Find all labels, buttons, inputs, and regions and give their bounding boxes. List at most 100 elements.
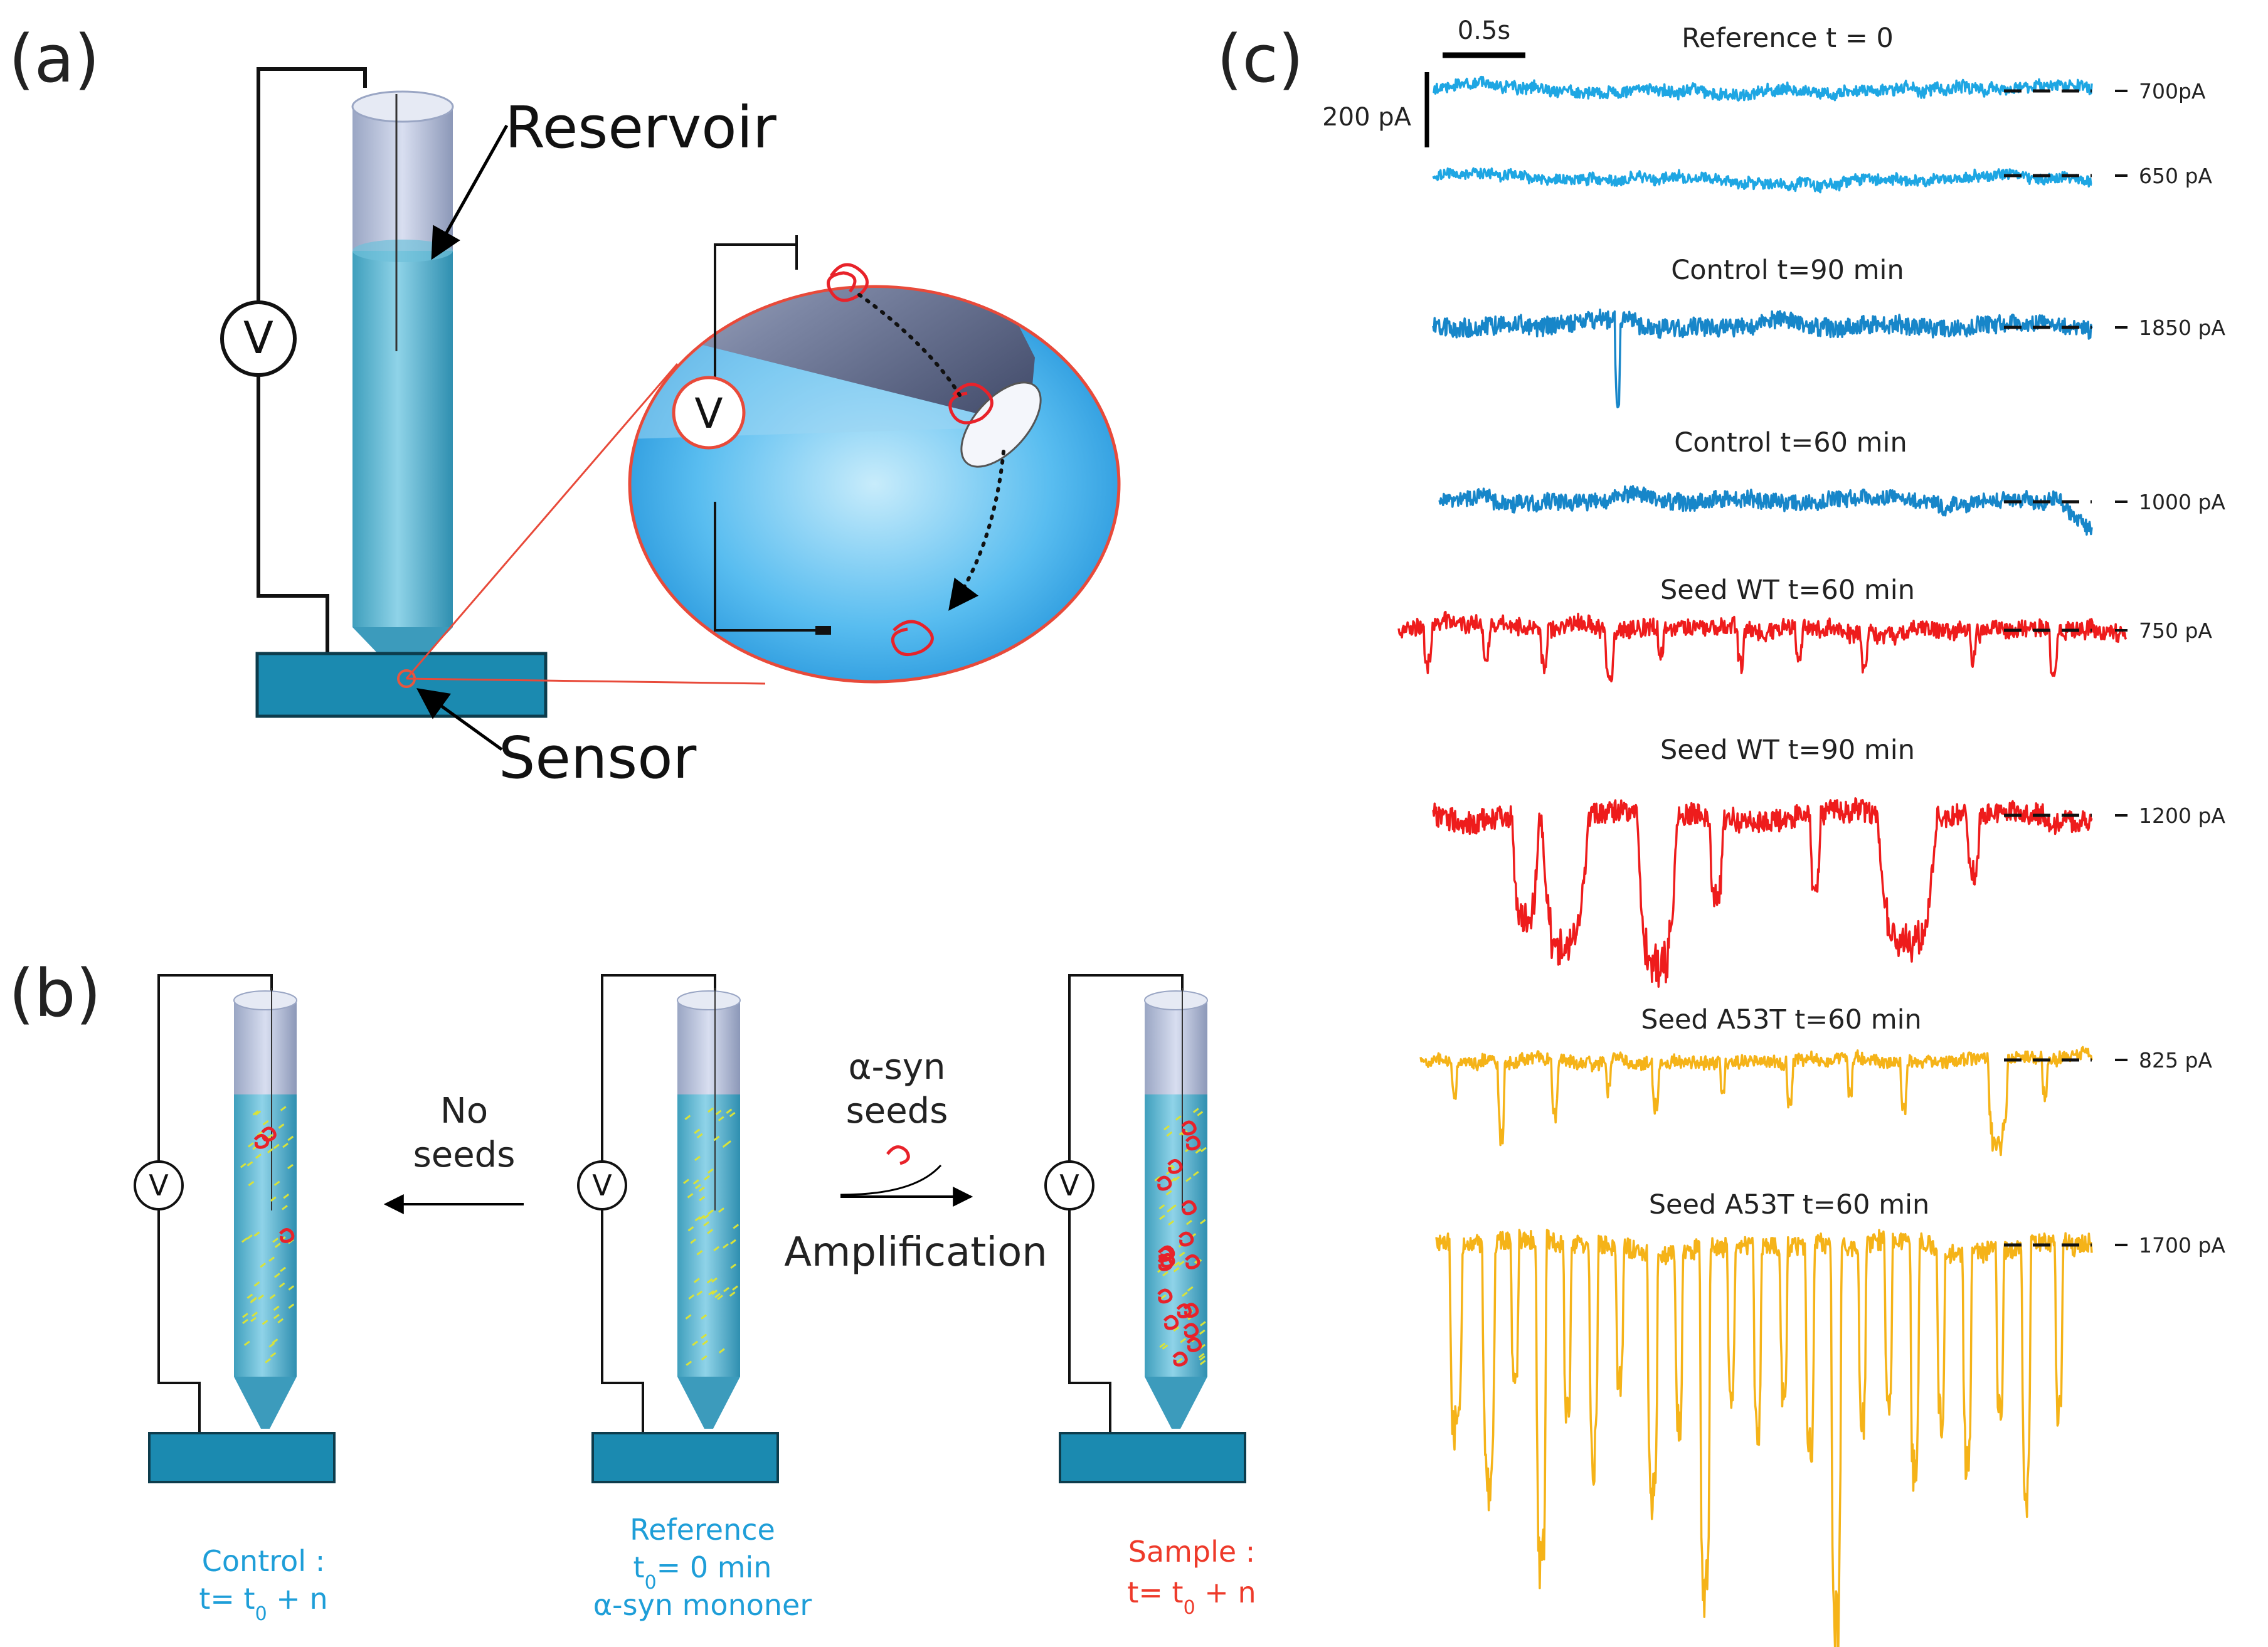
monomer-mark bbox=[715, 1109, 722, 1116]
monomer-mark bbox=[287, 1163, 294, 1170]
monomer-mark bbox=[694, 1215, 701, 1222]
aggregate-icon bbox=[1157, 1288, 1173, 1304]
panel-a-tube bbox=[351, 90, 454, 674]
aggregate-icon bbox=[1156, 1175, 1172, 1191]
panel-c-letter: (c) bbox=[1217, 21, 1303, 97]
svg-text:Control :: Control : bbox=[202, 1544, 325, 1578]
monomer-mark bbox=[707, 1168, 714, 1174]
voltmeter-symbol: V bbox=[149, 1168, 169, 1202]
aggregate-icon bbox=[1185, 1254, 1200, 1269]
current-trace bbox=[1438, 485, 2093, 536]
monomer-mark bbox=[685, 1314, 692, 1320]
monomer-mark bbox=[253, 1231, 260, 1237]
monomer-mark bbox=[733, 1224, 739, 1229]
panel-a-voltmeter: V bbox=[220, 300, 297, 377]
monomer-mark bbox=[732, 1285, 738, 1291]
setup-control: V bbox=[134, 974, 336, 1483]
zoom-voltmeter-icon bbox=[672, 376, 746, 450]
panel-b: (b) V V V No seeds α-syn seeds Amplifica… bbox=[9, 955, 1256, 1625]
voltmeter-icon bbox=[577, 1160, 627, 1210]
svg-text:Reference: Reference bbox=[630, 1513, 775, 1547]
tube-liquid bbox=[677, 1094, 740, 1377]
aggregate-icon bbox=[1181, 1120, 1197, 1136]
monomer-mark bbox=[696, 1250, 703, 1256]
baseline-level-label: 825 pA bbox=[2139, 1048, 2212, 1072]
control-caption: Control : t= t0 + n bbox=[199, 1544, 327, 1625]
monomer-mark bbox=[711, 1277, 718, 1283]
sensor-base bbox=[1059, 1432, 1246, 1483]
monomer-mark bbox=[273, 1273, 280, 1278]
monomer-mark bbox=[277, 1318, 284, 1324]
zoom-voltmeter-symbol: V bbox=[694, 389, 723, 438]
svg-text:t= t0 + n: t= t0 + n bbox=[1127, 1576, 1256, 1619]
monomer-mark bbox=[696, 1133, 703, 1139]
panel-c: (c) 0.5s 200 pA Reference t = 0700pA650 … bbox=[1217, 16, 2225, 1647]
tube-liquid bbox=[1145, 1094, 1207, 1377]
monomer-mark bbox=[246, 1293, 253, 1299]
monomer-mark bbox=[704, 1175, 711, 1181]
setup-reference: V bbox=[577, 974, 779, 1483]
tube-liquid bbox=[234, 1094, 297, 1377]
voltmeter-symbol: V bbox=[1059, 1168, 1079, 1202]
monomer-mark bbox=[273, 1180, 280, 1187]
panel-a-letter: (a) bbox=[9, 21, 100, 97]
monomer-mark bbox=[694, 1128, 701, 1134]
monomer-mark bbox=[1170, 1204, 1177, 1210]
monomer-mark bbox=[1199, 1321, 1206, 1327]
monomer-mark bbox=[686, 1360, 692, 1366]
monomer-mark bbox=[278, 1123, 285, 1129]
trace-title: Control t=60 min bbox=[1674, 427, 1907, 458]
monomer-mark bbox=[1192, 1171, 1199, 1177]
panel-a: (a) V Reservoir Sensor bbox=[9, 21, 1121, 792]
tube-cap bbox=[1145, 1000, 1207, 1094]
monomer-mark bbox=[262, 1120, 269, 1126]
monomer-mark bbox=[1179, 1251, 1185, 1257]
monomer-mark bbox=[1168, 1220, 1174, 1226]
monomer-mark bbox=[1185, 1219, 1192, 1226]
monomer-mark bbox=[1173, 1326, 1180, 1332]
trace-title: Control t=90 min bbox=[1671, 255, 1904, 286]
panel-b-letter: (b) bbox=[9, 955, 101, 1032]
monomer-mark bbox=[1199, 1360, 1206, 1365]
sensor-base bbox=[148, 1432, 336, 1483]
aggregate-icon bbox=[1159, 1245, 1175, 1261]
baseline-level-label: 650 pA bbox=[2139, 164, 2212, 188]
monomer-mark bbox=[255, 1153, 262, 1159]
tube-cap bbox=[677, 1000, 740, 1094]
voltmeter-icon bbox=[1044, 1160, 1094, 1210]
svg-text:t= t0 + n: t= t0 + n bbox=[199, 1582, 327, 1625]
current-trace bbox=[1432, 309, 2093, 409]
baseline-level-label: 750 pA bbox=[2139, 618, 2212, 643]
monomer-mark bbox=[694, 1278, 700, 1283]
monomer-mark bbox=[250, 1298, 257, 1304]
monomer-mark bbox=[701, 1355, 707, 1361]
monomer-mark bbox=[246, 1161, 253, 1167]
monomer-mark bbox=[272, 1237, 278, 1243]
monomer-mark bbox=[272, 1338, 278, 1344]
current-scale-label: 200 pA bbox=[1322, 103, 1411, 132]
tube-tip bbox=[234, 1377, 297, 1429]
monomer-mark bbox=[726, 1108, 733, 1114]
monomer-mark bbox=[703, 1221, 710, 1227]
monomer-mark bbox=[701, 1314, 707, 1320]
monomer-mark bbox=[280, 1106, 287, 1111]
monomer-mark bbox=[692, 1340, 699, 1347]
monomer-mark bbox=[729, 1111, 736, 1118]
monomer-mark bbox=[1195, 1148, 1202, 1154]
monomer-mark bbox=[1178, 1260, 1185, 1266]
svg-text:α-syn mononer: α-syn mononer bbox=[593, 1588, 812, 1622]
monomer-mark bbox=[274, 1242, 281, 1248]
monomer-mark bbox=[250, 1316, 257, 1322]
monomer-mark bbox=[253, 1281, 260, 1287]
current-trace bbox=[1432, 75, 2093, 102]
monomer-mark bbox=[1173, 1267, 1180, 1273]
monomer-mark bbox=[1159, 1342, 1166, 1348]
monomer-mark bbox=[282, 1205, 288, 1210]
monomer-mark bbox=[711, 1290, 718, 1295]
monomer-mark bbox=[1199, 1355, 1206, 1361]
aggregate-icon bbox=[1186, 1337, 1202, 1352]
